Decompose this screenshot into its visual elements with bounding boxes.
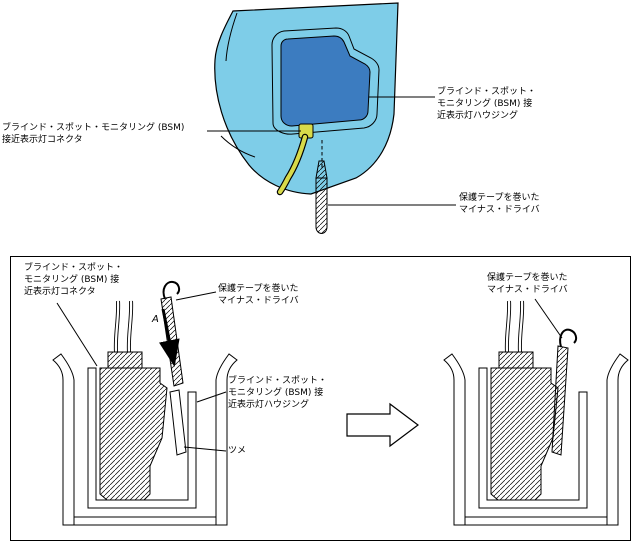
housing-channel-section <box>87 367 197 509</box>
screwdriver-section <box>551 345 569 456</box>
after-view <box>443 298 629 526</box>
wire-2 <box>518 300 524 353</box>
leader-line-screwdriver-left <box>175 291 217 301</box>
procedure-screwdriver-label-left: 保護テープを巻いた マイナス・ドライバ <box>218 284 299 307</box>
screwdriver-shaft <box>315 177 328 235</box>
connector-body-section <box>490 367 559 501</box>
procedure-connector-label: ブラインド・スポット・ モニタリング (BSM) 接 近表示灯コネクタ <box>24 263 124 298</box>
outer-wall-right <box>215 353 238 526</box>
connector-top-section <box>498 351 534 369</box>
connector-wire <box>277 134 308 195</box>
screwdriver-hook <box>559 328 578 348</box>
indicator-housing <box>280 35 371 127</box>
wire-2 <box>127 300 133 353</box>
screwdriver-hook <box>162 280 181 300</box>
connector-top-section <box>107 351 143 369</box>
wire-1 <box>505 300 511 353</box>
leader-line-connector-bottom <box>56 302 98 367</box>
outer-wall-left <box>52 353 75 526</box>
outer-wall-left <box>443 353 466 526</box>
base-section <box>453 516 619 526</box>
tab-label: ツメ <box>228 446 247 456</box>
connector-body-section <box>99 367 168 501</box>
insertion-direction-arrow <box>158 308 180 367</box>
top-figure <box>207 2 456 235</box>
housing-channel-section <box>478 367 588 509</box>
leader-line-screwdriver-right <box>534 298 563 339</box>
point-a-label: A <box>152 314 159 325</box>
housing-recess-rim <box>271 27 380 135</box>
panel-crease-bottom <box>220 135 256 158</box>
leader-line-housing-bottom <box>196 391 227 403</box>
procedure-screwdriver-label-right: 保護テープを巻いた マイナス・ドライバ <box>487 273 568 296</box>
top-connector-label: ブラインド・スポット・モニタリング (BSM) 接近表示灯コネクタ <box>2 123 185 146</box>
before-view <box>52 280 238 526</box>
next-step-arrow <box>346 402 419 448</box>
leader-line-tab <box>183 446 227 452</box>
top-housing-label: ブラインド・スポット・ モニタリング (BSM) 接 近表示灯ハウジング <box>437 87 537 122</box>
wire-1 <box>114 300 120 353</box>
procedure-housing-label: ブラインド・スポット・ モニタリング (BSM) 接 近表示灯ハウジング <box>228 376 328 411</box>
retaining-tab <box>169 389 187 456</box>
procedure-figure <box>10 256 631 541</box>
panel-crease-top <box>225 12 238 62</box>
base-section <box>62 516 228 526</box>
top-screwdriver-label: 保護テープを巻いた マイナス・ドライバ <box>459 193 540 216</box>
procedure-box-border <box>10 256 631 541</box>
outer-wall-right <box>606 353 629 526</box>
